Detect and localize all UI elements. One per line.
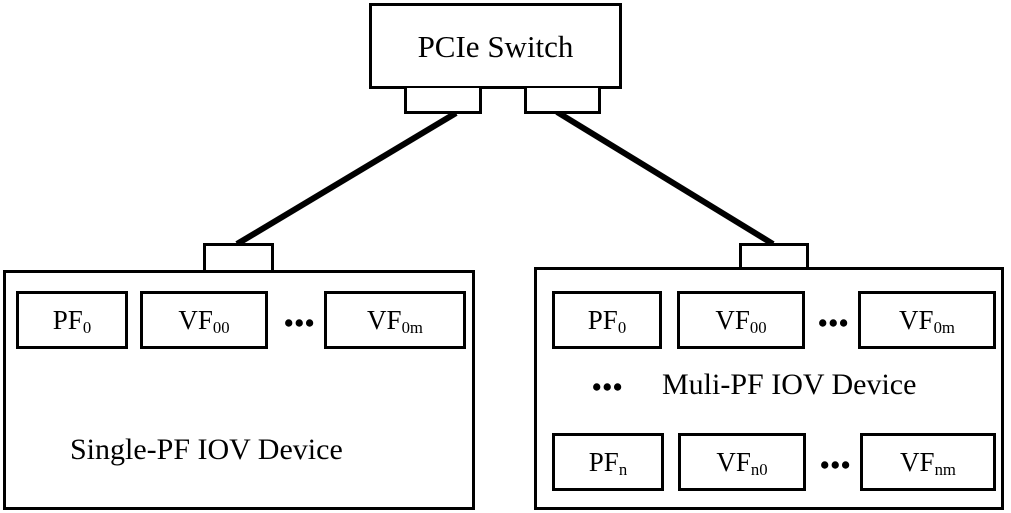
multi-pf-function-vf00-label: VF00 [715, 304, 767, 338]
multi-pf-function-pf0: PF0 [552, 291, 662, 349]
pcie-switch-box: PCIe Switch [369, 3, 622, 89]
single-pf-row-ellipsis: ••• [284, 308, 316, 338]
pcie-switch-label: PCIe Switch [417, 28, 574, 64]
multi-pf-rown-ellipsis: ••• [820, 450, 852, 480]
switch-downstream-port-left [404, 88, 482, 114]
multi-pf-function-pf0-label: PF0 [587, 304, 627, 338]
multi-pf-row0-ellipsis: ••• [818, 308, 850, 338]
multi-pf-function-vf00: VF00 [677, 291, 805, 349]
link-switch-to-single-pf [235, 110, 458, 247]
single-pf-device-title: Single-PF IOV Device [70, 433, 343, 466]
single-pf-function-vf0m-label: VF0m [367, 304, 423, 338]
single-pf-function-vf0m: VF0m [324, 291, 466, 349]
single-pf-upstream-port [203, 243, 274, 273]
multi-pf-function-pfn-label: PFn [588, 446, 628, 480]
multi-pf-function-vf0m: VF0m [858, 291, 996, 349]
single-pf-function-vf00-label: VF00 [178, 304, 230, 338]
multi-pf-vertical-ellipsis: ••• [592, 372, 624, 402]
multi-pf-function-vfnm-label: VFnm [900, 446, 956, 480]
single-pf-function-pf0-label: PF0 [52, 304, 92, 338]
multi-pf-function-vfn0: VFn0 [678, 433, 806, 491]
multi-pf-function-vfnm: VFnm [860, 433, 996, 491]
single-pf-function-vf00: VF00 [140, 291, 268, 349]
multi-pf-function-pfn: PFn [552, 433, 664, 491]
multi-pf-function-vf0m-label: VF0m [899, 304, 955, 338]
multi-pf-device-title: Muli-PF IOV Device [662, 368, 917, 401]
single-pf-function-pf0: PF0 [16, 291, 128, 349]
switch-downstream-port-right [524, 88, 601, 114]
link-switch-to-multi-pf [555, 109, 775, 247]
multi-pf-function-vfn0-label: VFn0 [716, 446, 768, 480]
